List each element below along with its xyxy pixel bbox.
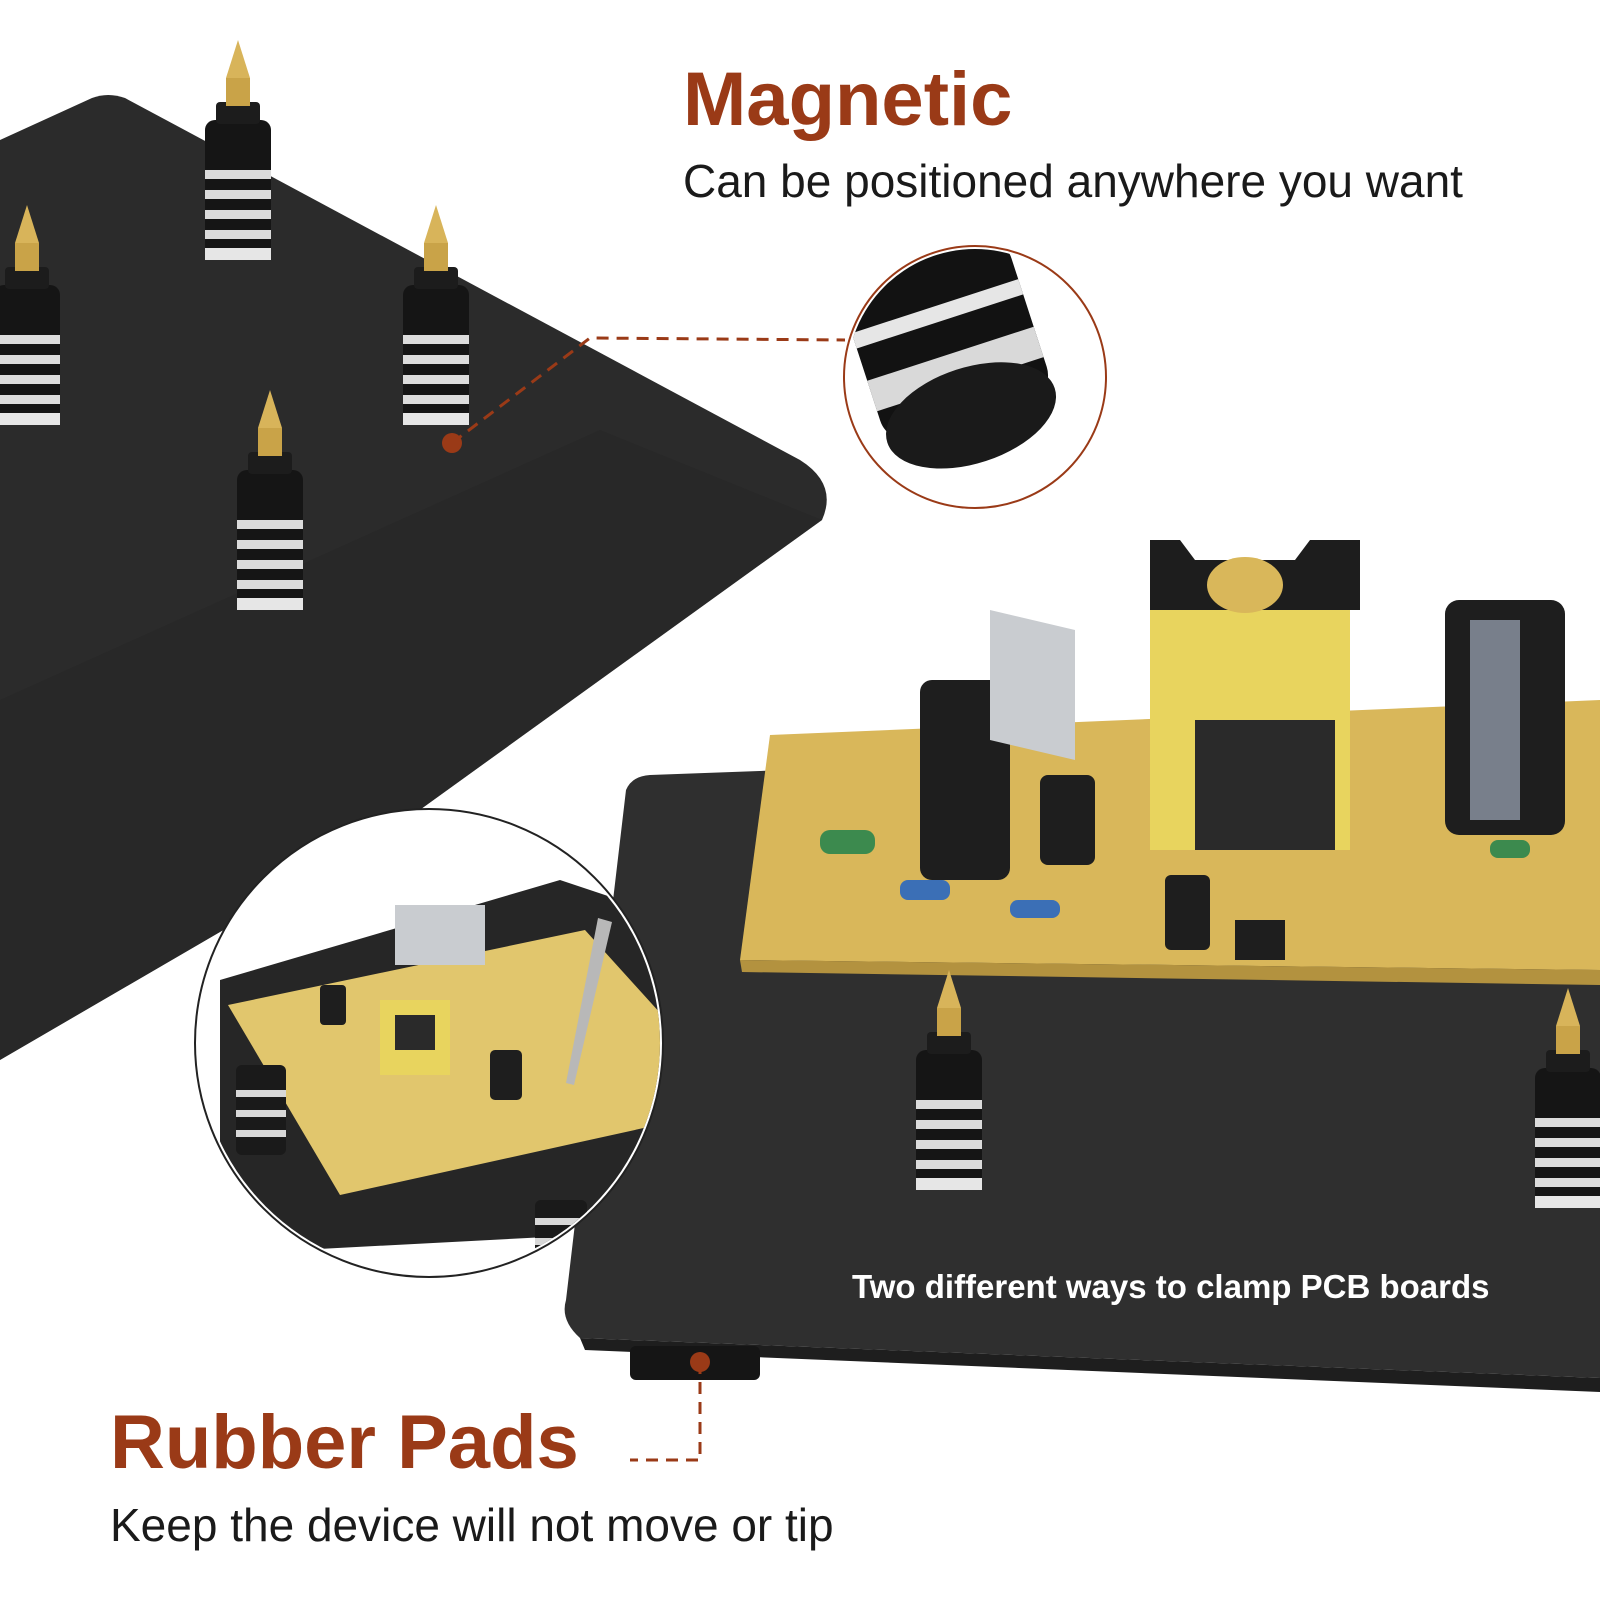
- magnet-zoom-circle: [843, 245, 1107, 509]
- magnetic-title: Magnetic: [683, 57, 1013, 142]
- magnetic-callout-line: [451, 336, 846, 445]
- magnetic-callout-dot: [442, 433, 462, 453]
- rubber-pads-subtitle: Keep the device will not move or tip: [110, 1499, 834, 1551]
- magnetic-subtitle: Can be positioned anywhere you want: [683, 155, 1463, 207]
- magnetic-post-icon: [403, 205, 469, 425]
- rubber-callout-dot: [690, 1352, 710, 1372]
- clamp-caption: Two different ways to clamp PCB boards: [852, 1268, 1490, 1305]
- rubber-pads-title: Rubber Pads: [110, 1400, 579, 1485]
- pcb-board: [740, 540, 1600, 985]
- back-plate-shade: [0, 430, 822, 1060]
- front-plate-edge: [580, 1338, 1600, 1392]
- magnetic-post-icon: [205, 40, 271, 260]
- rubber-callout-line: [630, 1362, 702, 1462]
- soldering-zoom-circle: [194, 808, 664, 1278]
